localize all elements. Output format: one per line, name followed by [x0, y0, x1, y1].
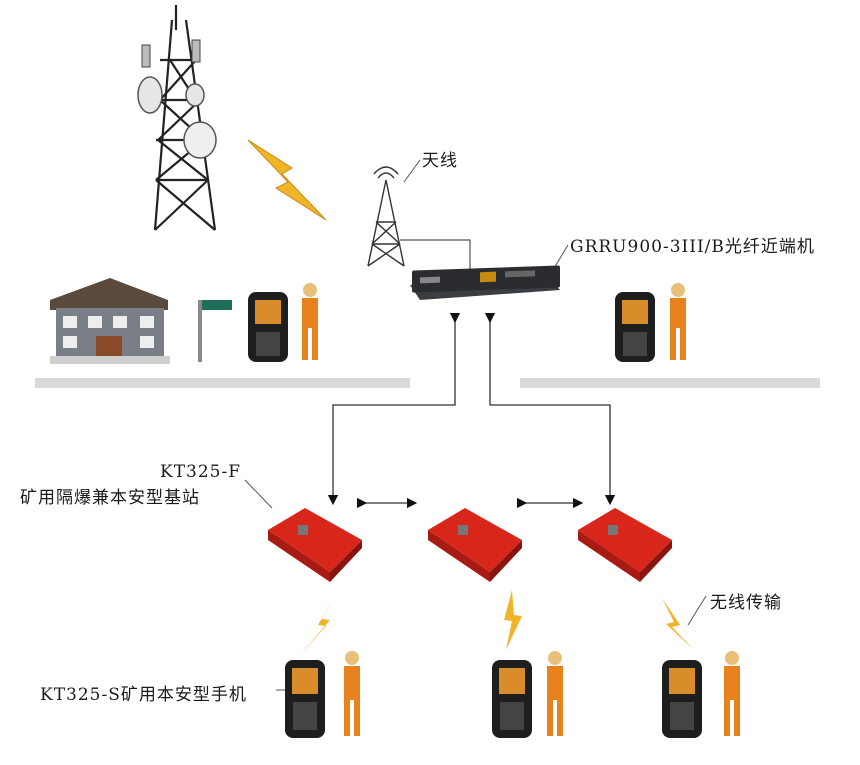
house-icon: [50, 278, 170, 364]
near-end-unit: [410, 265, 560, 300]
phone-bottom-right: [662, 660, 702, 738]
wireless-leader: [687, 595, 707, 626]
handset-label: KT325-S矿用本安型手机: [40, 685, 247, 705]
phone-top-left: [248, 292, 288, 362]
antenna-leader: [403, 159, 421, 183]
road-right: [520, 378, 820, 388]
wireless-bolt-right: [662, 598, 694, 650]
base-station-right: [578, 508, 672, 582]
wireless-bolt-tower: [247, 139, 327, 221]
antenna-label: 天线: [422, 151, 458, 171]
phone-bottom-middle: [492, 660, 532, 738]
worker-bottom-right: [724, 651, 740, 736]
worker-top-right: [670, 283, 686, 360]
wireless-label: 无线传输: [710, 593, 782, 613]
antenna-cable: [400, 239, 471, 272]
dish-antennas: [137, 39, 217, 159]
connection-lines: [327, 312, 616, 509]
street-sign: [198, 300, 232, 362]
phone-bottom-left: [285, 660, 325, 738]
base-station-model-label: KT325-F: [160, 462, 242, 482]
phone-top-right: [615, 292, 655, 362]
worker-bottom-middle: [547, 651, 563, 736]
base-station-name-label: 矿用隔爆兼本安型基站: [20, 488, 200, 508]
base-station-left: [268, 508, 362, 582]
worker-top-left: [302, 283, 318, 360]
worker-bottom-left: [344, 651, 360, 736]
base-station-leader: [244, 479, 273, 509]
wireless-bolt-middle: [504, 590, 522, 650]
wireless-bolt-left: [300, 595, 336, 655]
base-station-middle: [428, 508, 522, 582]
antenna-icon: [367, 166, 405, 267]
cell-tower: [153, 5, 217, 231]
near-end-label: GRRU900-3III/B光纤近端机: [570, 237, 815, 257]
road-left: [35, 378, 410, 388]
